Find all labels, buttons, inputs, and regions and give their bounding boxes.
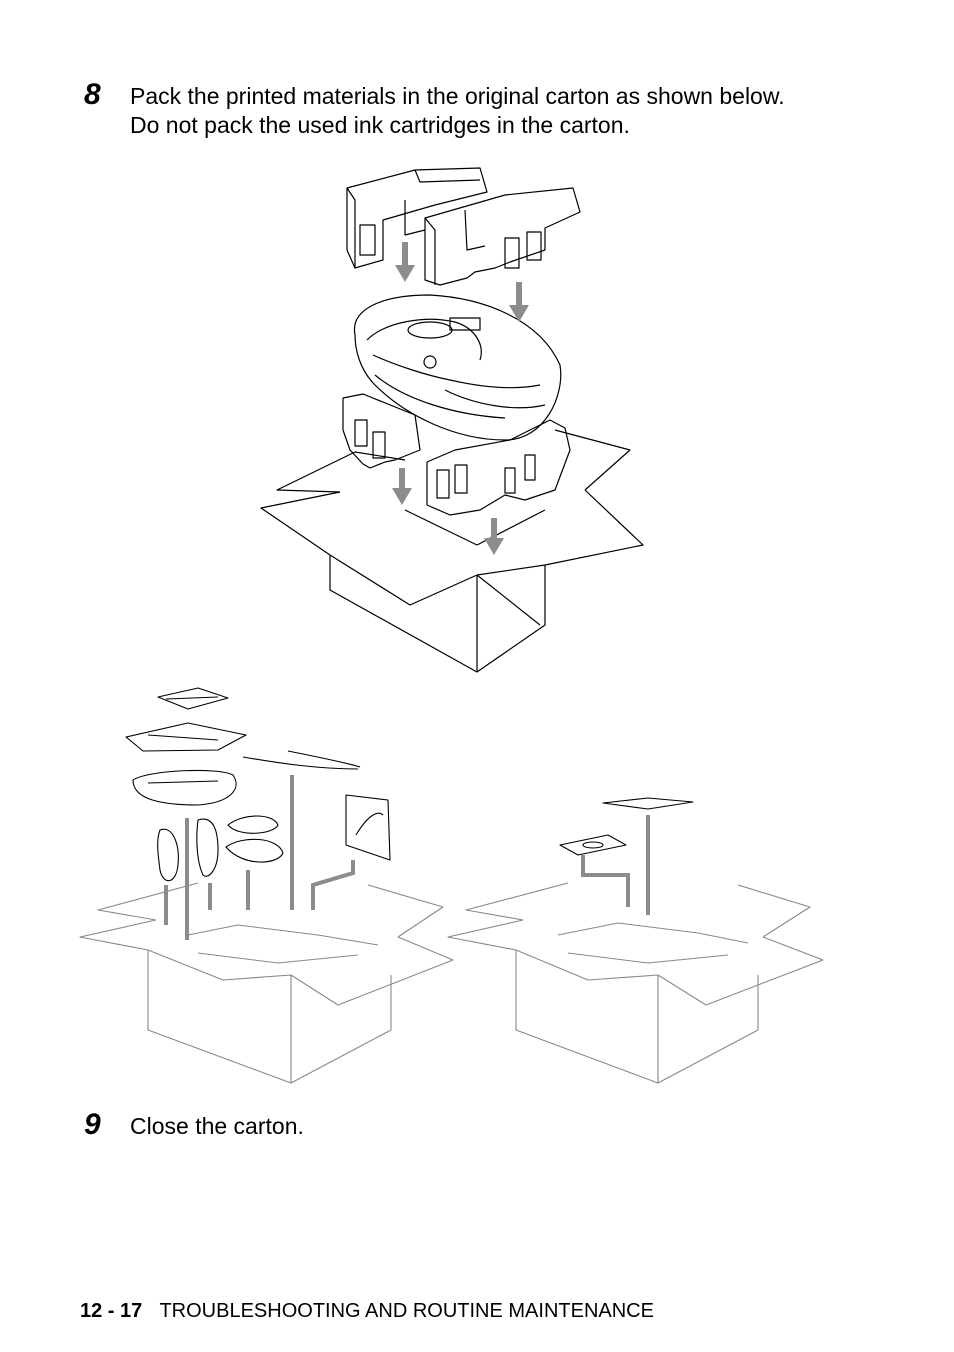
step-line: Pack the printed materials in the origin…	[130, 83, 785, 109]
packing-illustration-machine	[255, 150, 655, 678]
left-carton	[79, 882, 454, 1084]
document-tray-item	[125, 722, 247, 752]
cord-bag-item	[157, 828, 179, 882]
step-number: 8	[84, 78, 101, 111]
page-footer: 12 - 17 TROUBLESHOOTING AND ROUTINE MAIN…	[80, 1300, 654, 1323]
foam-piece-bottom-left	[342, 393, 421, 469]
right-carton	[447, 882, 824, 1084]
carton-machine-drawing	[260, 167, 644, 673]
carton-outline	[260, 429, 644, 673]
foam-piece-top-right	[424, 187, 581, 286]
cable-item	[242, 750, 361, 770]
step-line: Do not pack the used ink cartridges in t…	[130, 112, 630, 138]
guide-lines	[164, 775, 650, 940]
leaflet-item	[602, 797, 694, 810]
foam-tray-item	[132, 769, 237, 806]
paper-tray-item	[157, 687, 229, 710]
step-number: 9	[84, 1108, 101, 1141]
cord-bag-item-2	[196, 818, 219, 877]
down-arrows	[392, 242, 529, 555]
foam-piece-top-left	[346, 167, 488, 269]
manual-item	[345, 794, 391, 861]
step-line: Close the carton.	[130, 1113, 304, 1139]
cd-item	[559, 834, 627, 856]
foam-piece-bottom-right	[426, 419, 571, 516]
page-number: 12 - 17	[80, 1300, 143, 1322]
bag-items	[225, 815, 284, 863]
step-instruction: Close the carton.	[130, 1112, 304, 1141]
machine-in-bag	[353, 294, 562, 441]
section-title: TROUBLESHOOTING AND ROUTINE MAINTENANCE	[159, 1300, 654, 1322]
packing-illustration-accessories	[78, 685, 828, 1090]
step-instruction: Pack the printed materials in the origin…	[130, 82, 785, 140]
carton-accessories-drawing	[79, 687, 824, 1084]
